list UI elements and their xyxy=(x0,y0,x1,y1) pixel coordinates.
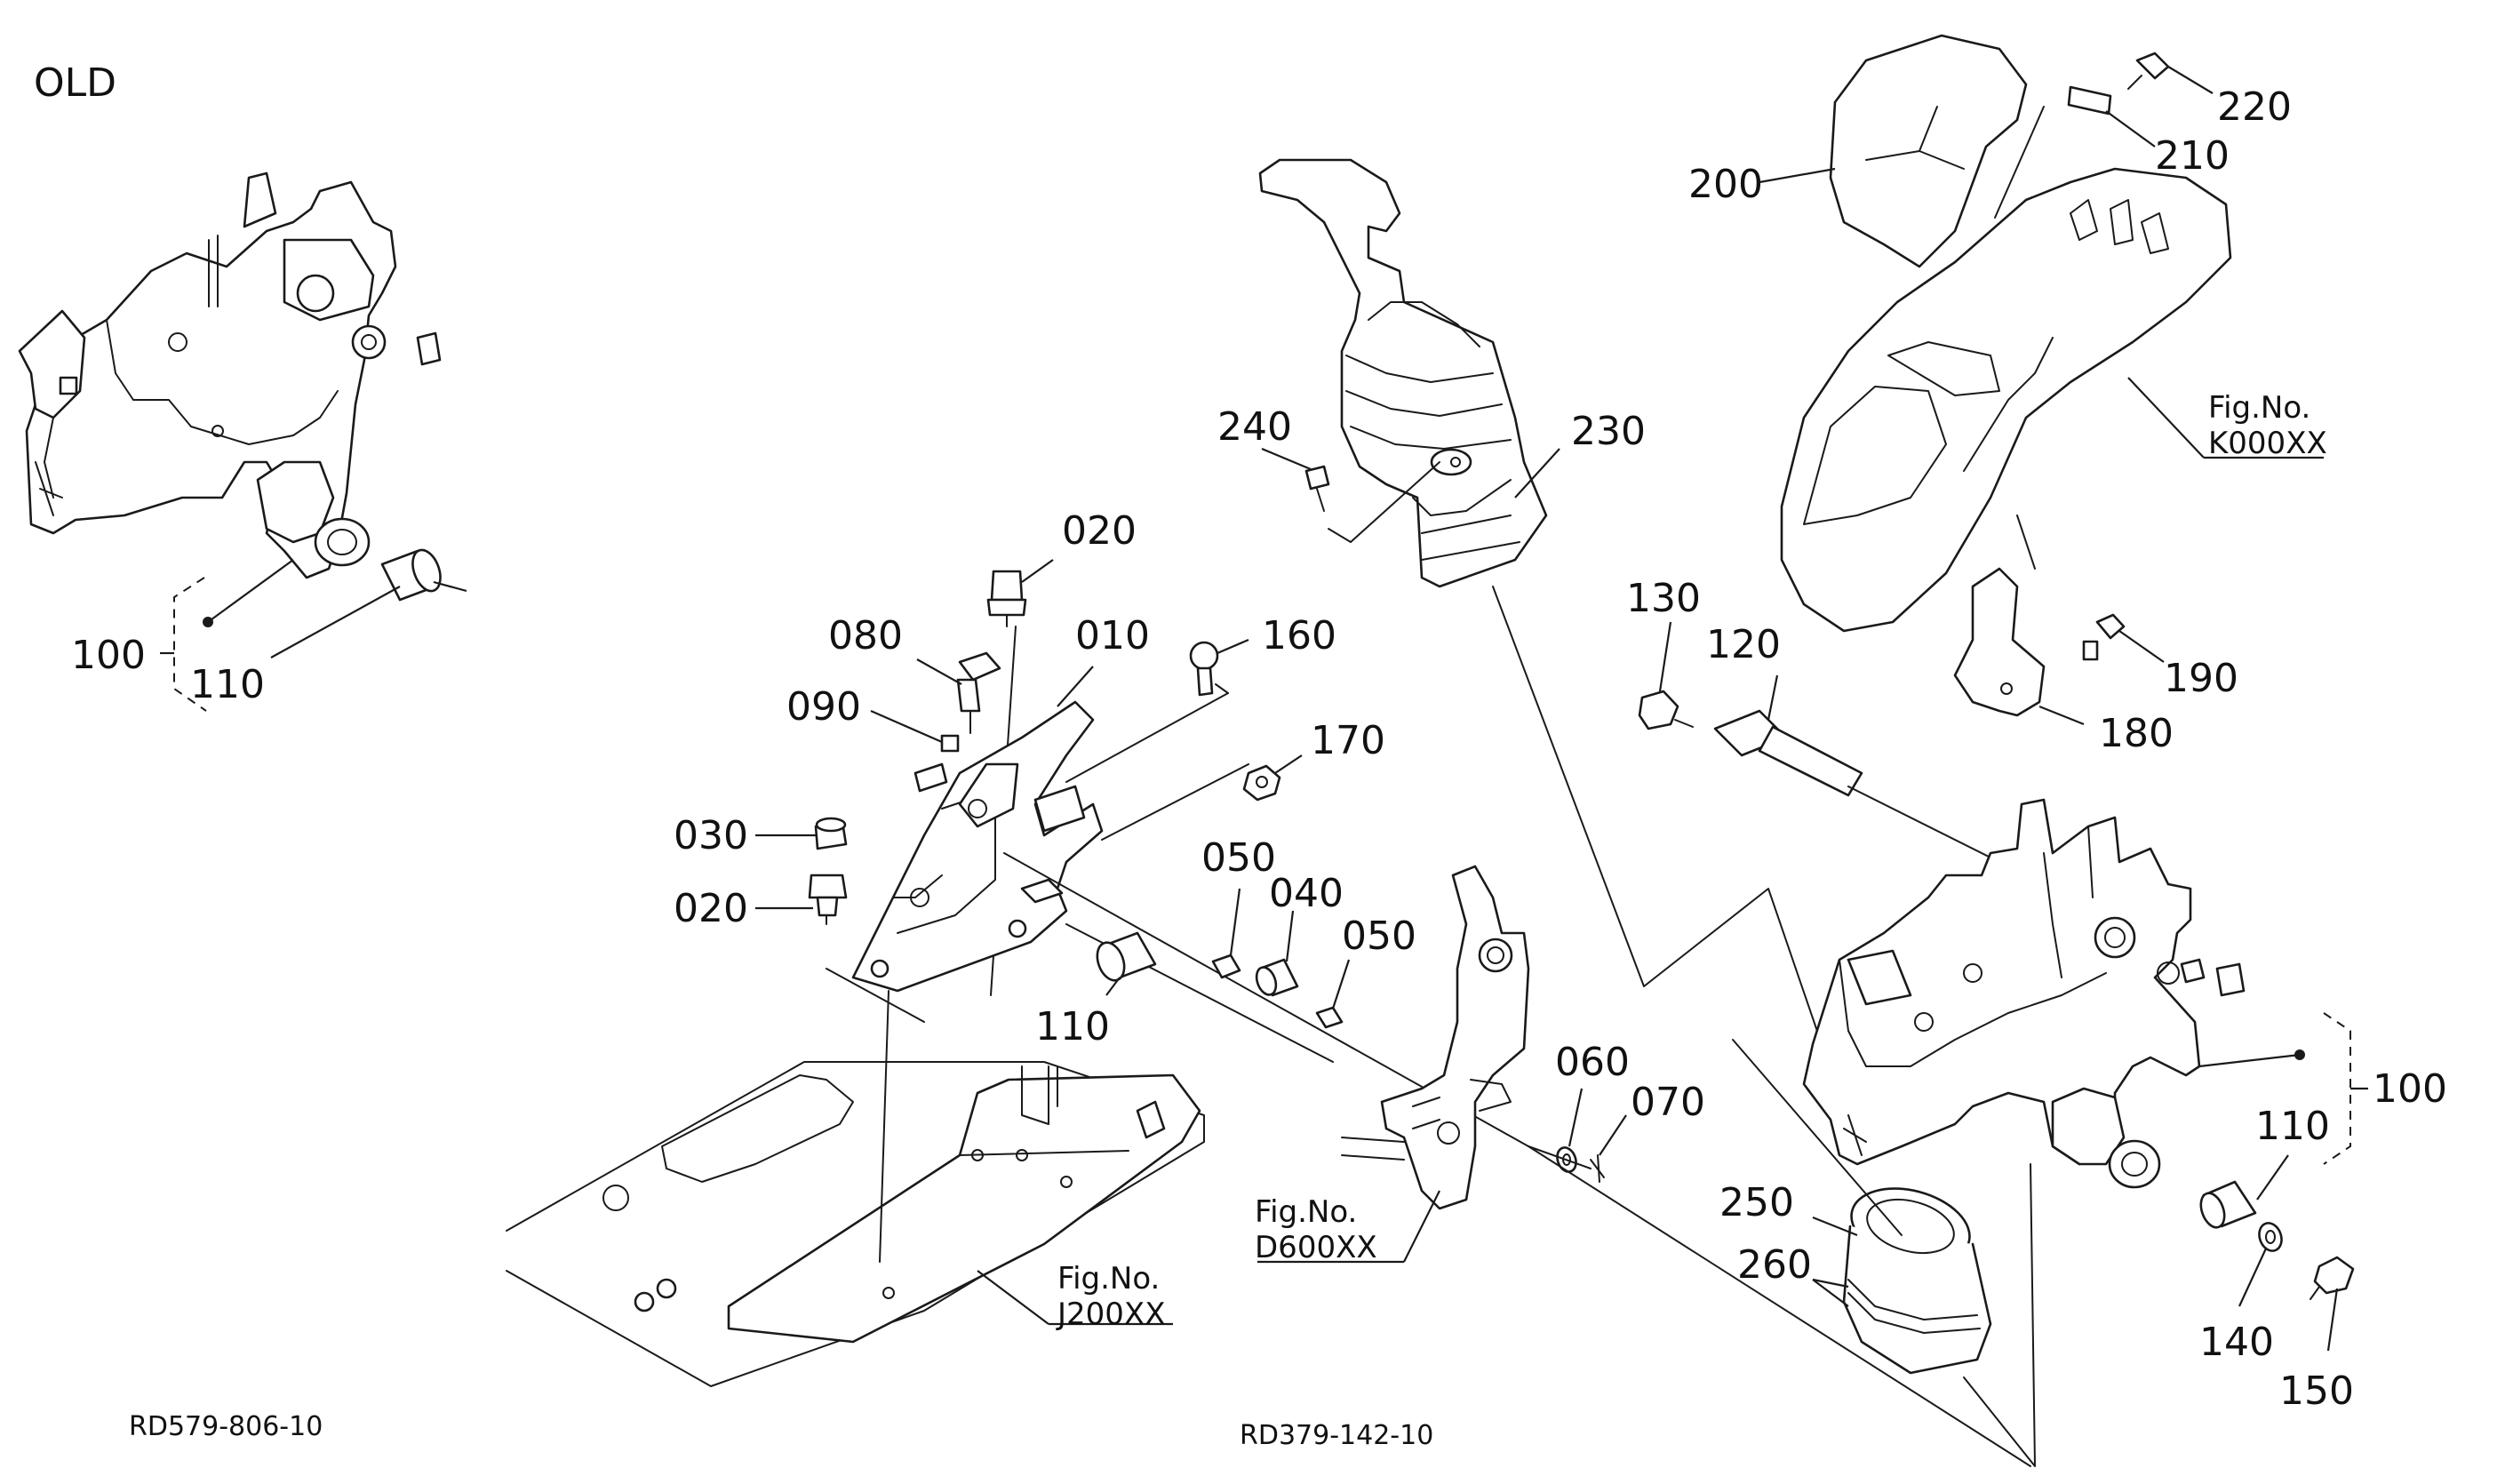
bracket-180 xyxy=(1953,567,2046,717)
joystick-230 xyxy=(1258,158,1548,588)
cap-030 xyxy=(814,817,848,850)
bushing-110-right xyxy=(2199,1180,2257,1229)
ref-j-line1: Fig.No. xyxy=(1057,1261,1160,1297)
callout-250: 250 xyxy=(1719,1180,1794,1225)
ref-d-line1: Fig.No. xyxy=(1255,1194,1357,1230)
plate-210 xyxy=(2067,85,2112,116)
bolt-220 xyxy=(2127,52,2170,90)
callout-120: 120 xyxy=(1706,622,1781,667)
bolt-130 xyxy=(1638,690,1694,730)
collar-050-a xyxy=(1211,953,1241,979)
bolt-160 xyxy=(1189,641,1219,697)
callout-220: 220 xyxy=(2217,84,2292,130)
callout-020-lower: 020 xyxy=(674,886,748,931)
nut-170 xyxy=(1242,764,1281,802)
callout-110-right: 110 xyxy=(2255,1104,2330,1149)
collar-050-b xyxy=(1315,1006,1344,1029)
callout-140: 140 xyxy=(2199,1320,2274,1365)
ref-j-line2: J200XX xyxy=(1056,1297,1166,1332)
callout-210: 210 xyxy=(2155,133,2230,179)
callout-070: 070 xyxy=(1631,1080,1705,1125)
drawing-code-new: RD379-142-10 xyxy=(1240,1420,1433,1451)
ref-d-line2: D600XX xyxy=(1255,1230,1377,1265)
drawing-code-old: RD579-806-10 xyxy=(129,1411,323,1442)
ref-k-line2: K000XX xyxy=(2208,426,2327,461)
callout-110-center: 110 xyxy=(1035,1004,1110,1049)
callout-020-top: 020 xyxy=(1062,508,1137,554)
callout-080: 080 xyxy=(828,613,903,658)
callout-200: 200 xyxy=(1688,162,1763,207)
pin-090 xyxy=(940,734,960,753)
ref-k-line1: Fig.No. xyxy=(2208,390,2310,426)
callout-060: 060 xyxy=(1555,1040,1630,1085)
callout-010: 010 xyxy=(1075,613,1150,658)
pedal-linkage xyxy=(1341,865,1530,1210)
screw-240 xyxy=(1304,465,1330,512)
callout-050-a: 050 xyxy=(1201,835,1276,881)
washer-140 xyxy=(2258,1222,2283,1252)
armrest-200 xyxy=(1829,34,2028,268)
bolt-020-lower xyxy=(808,874,848,925)
boot-250 xyxy=(1842,1187,1992,1375)
bushing-110-center xyxy=(1096,931,1157,982)
floor-plate xyxy=(506,1061,1205,1387)
callout-230: 230 xyxy=(1571,409,1646,454)
callout-050-b: 050 xyxy=(1342,914,1416,959)
callout-260: 260 xyxy=(1737,1242,1812,1288)
callout-190: 190 xyxy=(2164,656,2238,701)
sleeve-040 xyxy=(1255,958,1299,997)
bracket-010 xyxy=(851,700,1104,993)
old-heading: OLD xyxy=(34,60,116,106)
knob-080 xyxy=(956,651,1001,734)
callout-130: 130 xyxy=(1626,576,1701,621)
callout-240: 240 xyxy=(1217,404,1292,450)
callout-150: 150 xyxy=(2279,1368,2354,1414)
console-cover xyxy=(1780,167,2232,633)
bolt-150 xyxy=(2310,1256,2355,1300)
shaft-120 xyxy=(1713,709,1863,797)
callout-170: 170 xyxy=(1311,718,1385,763)
old-bracket-assembly xyxy=(18,172,442,579)
callout-180: 180 xyxy=(2099,711,2174,756)
callout-030: 030 xyxy=(674,813,748,858)
callout-old-100: 100 xyxy=(71,633,146,678)
bolt-190 xyxy=(2082,613,2126,661)
pin-070 xyxy=(1590,1154,1605,1183)
old-bushing-110 xyxy=(380,548,442,602)
callout-090: 090 xyxy=(786,684,861,730)
callout-100-new: 100 xyxy=(2373,1066,2447,1112)
callout-040: 040 xyxy=(1269,871,1344,916)
callout-160: 160 xyxy=(1262,613,1336,658)
callout-old-110: 110 xyxy=(190,662,265,707)
bolt-020-top xyxy=(986,570,1027,627)
new-bracket-assembly xyxy=(1802,798,2246,1189)
